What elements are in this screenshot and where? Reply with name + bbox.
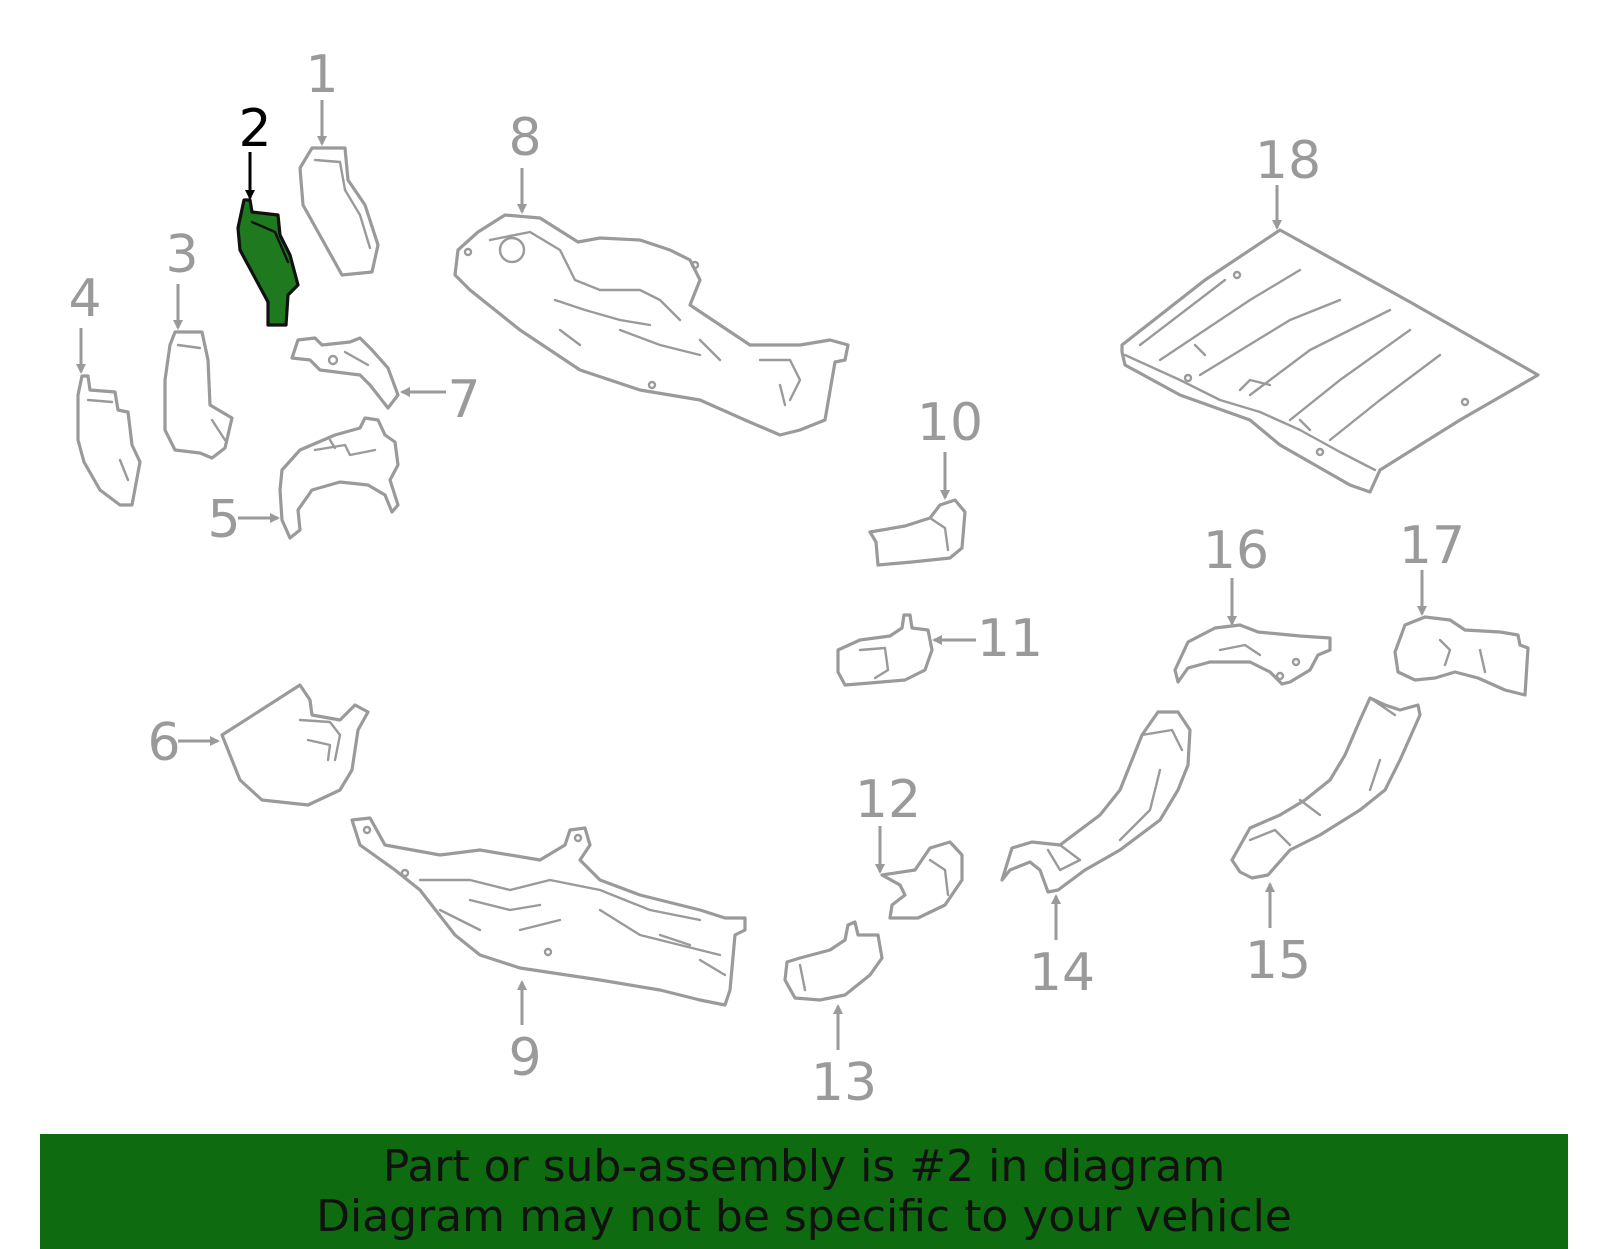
callout-12[interactable]: 12 — [855, 770, 921, 830]
callout-11[interactable]: 11 — [977, 609, 1043, 669]
callout-13[interactable]: 13 — [811, 1053, 877, 1113]
part-18-undercover[interactable] — [1120, 228, 1540, 494]
part-10-duct[interactable] — [868, 498, 967, 567]
part-7-bracket[interactable] — [290, 336, 400, 410]
banner-line-disclaimer: Diagram may not be specific to your vehi… — [316, 1190, 1292, 1242]
callout-16[interactable]: 16 — [1203, 521, 1269, 581]
part-1-shield[interactable] — [298, 146, 380, 277]
part-6-heat-shield[interactable] — [220, 683, 370, 807]
callout-6[interactable]: 6 — [147, 713, 180, 773]
callout-14[interactable]: 14 — [1029, 943, 1095, 1003]
callout-7[interactable]: 7 — [447, 370, 480, 430]
callout-2[interactable]: 2 — [238, 99, 271, 159]
banner-line-part: Part or sub-assembly is #2 in diagram — [382, 1140, 1226, 1192]
part-5-heat-shield[interactable] — [278, 416, 400, 540]
callout-10[interactable]: 10 — [917, 393, 983, 453]
part-9-heat-shield[interactable] — [350, 816, 747, 1007]
callout-17[interactable]: 17 — [1399, 516, 1465, 576]
part-16-heat-shield[interactable] — [1173, 623, 1332, 686]
part-17-duct[interactable] — [1393, 615, 1530, 697]
part-4-duct[interactable] — [76, 374, 142, 507]
callout-18[interactable]: 18 — [1255, 131, 1321, 191]
part-13-duct[interactable] — [783, 920, 884, 1002]
part-15-duct[interactable] — [1230, 696, 1422, 880]
part-2-shield-selected[interactable] — [236, 198, 300, 327]
exploded-parts-diagram: 1 2 3 4 5 — [68, 45, 1540, 1113]
callout-8[interactable]: 8 — [508, 108, 541, 168]
callout-9[interactable]: 9 — [508, 1028, 541, 1088]
callout-4[interactable]: 4 — [68, 269, 101, 329]
callout-3[interactable]: 3 — [165, 225, 198, 285]
info-banner: Part or sub-assembly is #2 in diagram Di… — [40, 1134, 1568, 1249]
part-12-duct[interactable] — [880, 840, 964, 920]
callout-1[interactable]: 1 — [305, 45, 338, 105]
part-11-duct[interactable] — [836, 613, 934, 687]
part-8-heat-shield[interactable] — [453, 213, 850, 437]
callout-5[interactable]: 5 — [207, 490, 240, 550]
callout-15[interactable]: 15 — [1245, 931, 1311, 991]
part-3-duct[interactable] — [163, 330, 234, 460]
part-14-duct[interactable] — [1000, 710, 1192, 894]
